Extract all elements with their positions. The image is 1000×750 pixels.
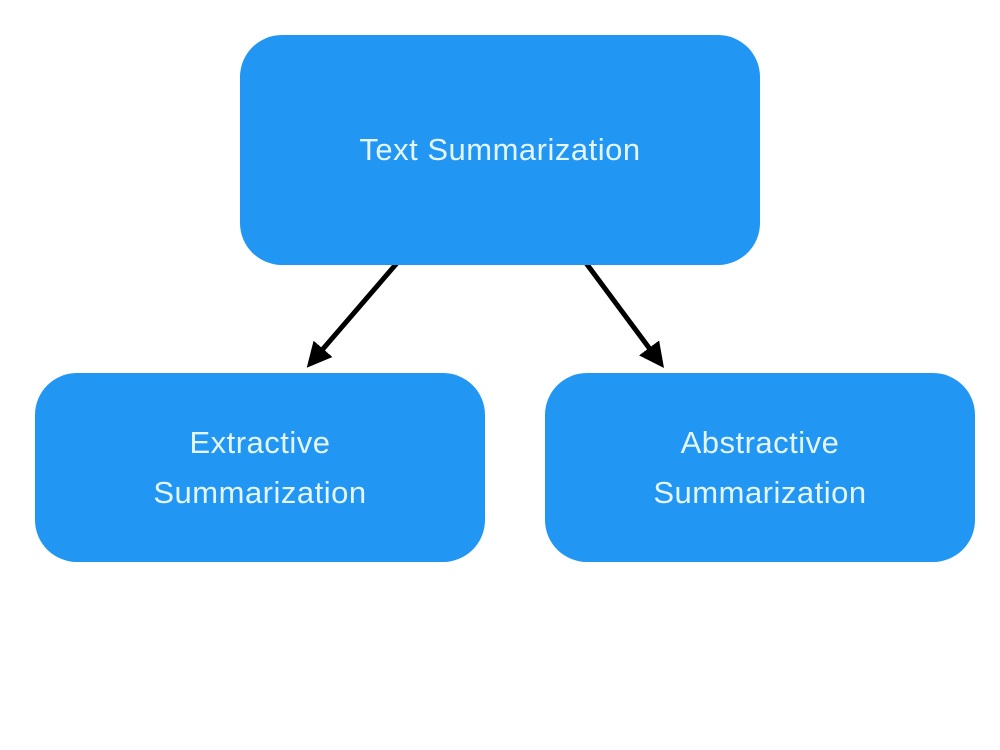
node-extractive-summarization: Extractive Summarization [35,373,485,562]
node-label-line-1: Extractive [189,424,331,460]
node-label: Text Summarization [359,132,641,167]
node-label-line-2: Summarization [653,474,867,510]
arrow-to-extractive [306,261,399,368]
node-label-line-1: Abstractive [680,424,840,460]
node-abstractive-summarization: Abstractive Summarization [545,373,975,562]
arrow-to-abstractive [583,261,664,369]
node-label-line-2: Summarization [153,474,367,510]
node-text-summarization: Text Summarization [240,35,760,265]
